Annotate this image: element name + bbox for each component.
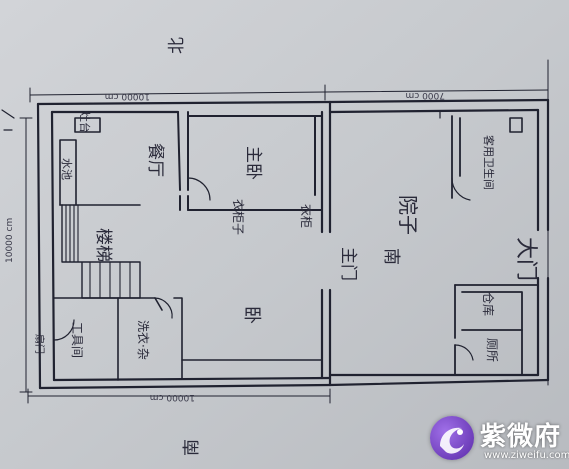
- edge-mark: [1, 109, 15, 131]
- label-master-bedroom: 主卧: [243, 146, 263, 180]
- label-water-pool: 水池: [60, 158, 73, 180]
- label-restaurant: 餐厅: [145, 143, 165, 177]
- watermark-url: www.ziweifu.com: [484, 450, 569, 461]
- watermark-logo-icon: [430, 416, 474, 460]
- label-stairs: 楼梯: [93, 228, 113, 262]
- label-bedroom: 卧: [241, 306, 262, 324]
- compass-south: 南: [182, 439, 202, 456]
- dim-left: 10000 cm: [5, 218, 15, 263]
- label-courtyard: 院子: [396, 195, 420, 235]
- label-wardrobe-left: 衣柜子: [231, 199, 246, 235]
- label-tool-room: 工具间: [70, 322, 84, 358]
- watermark: 紫微府 www.ziweifu.com: [428, 412, 569, 469]
- dim-top-right: 7000 cm: [406, 90, 445, 100]
- label-side-door: 扇门: [33, 334, 46, 354]
- courtyard-walls: [328, 98, 550, 387]
- dim-top-left: 10000 cm: [105, 91, 150, 101]
- label-main-door: 主门: [338, 247, 358, 281]
- label-laundry: 洗衣·杂: [136, 320, 151, 360]
- label-storage: 仓库: [481, 292, 496, 316]
- label-kitchen: 灶台: [78, 111, 92, 133]
- watermark-name: 紫微府: [480, 422, 562, 452]
- label-toilet: 厕所: [485, 338, 499, 362]
- label-south-direction: 南: [381, 248, 401, 265]
- label-big-gate: 大门: [513, 237, 538, 281]
- label-guest-bathroom: 客用卫生间: [482, 135, 496, 190]
- dim-bottom: 10000 cm: [150, 392, 195, 402]
- label-wardrobe-right: 衣柜: [299, 204, 314, 228]
- interior-walls: [53, 111, 539, 381]
- compass-north: 北: [167, 37, 187, 54]
